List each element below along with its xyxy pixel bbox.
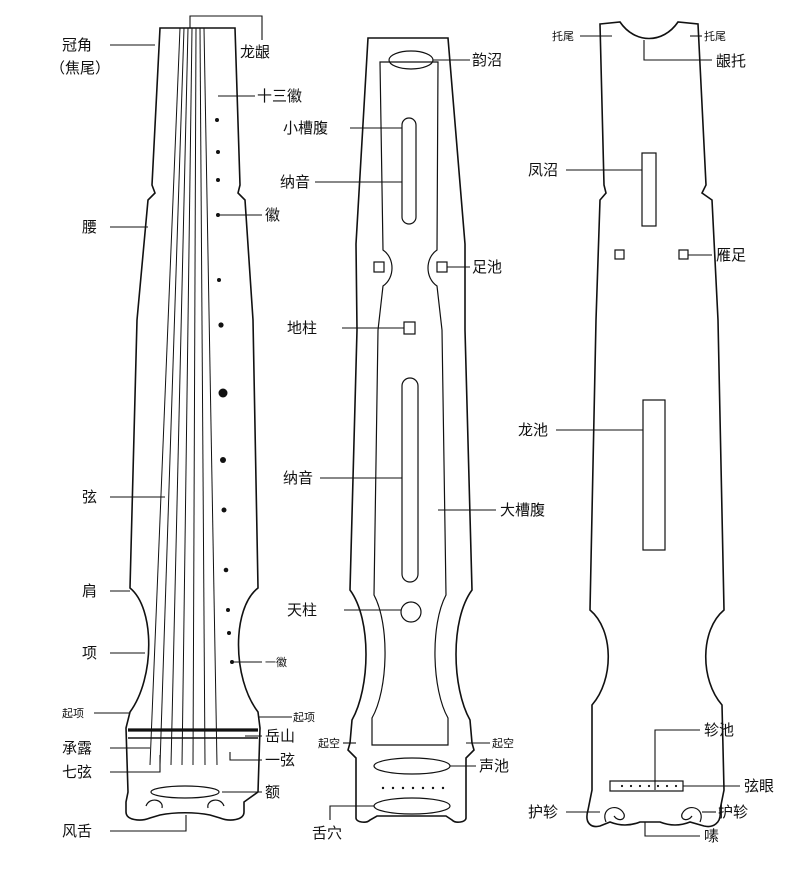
label-zhuo: 嗉 [704,827,719,845]
label-zuchi: 足池 [472,258,502,276]
label-huzhen-left: 护轸 [528,803,558,821]
interior-leaders [315,59,496,820]
fengshe-curl [145,799,225,809]
label-hui: 徽 [265,206,280,224]
label-qixiang-right: 起项 [293,711,315,724]
label-dizhu: 地柱 [287,319,317,337]
label-shexue: 舌穴 [312,824,342,842]
label-jian: 肩 [82,582,97,600]
e-ellipse [150,785,220,799]
label-qixiang-left: 起项 [62,707,84,720]
huzhen-curl-right [681,806,702,823]
label-chenglu: 承露 [62,739,92,757]
label-guanjiao: 冠角 [62,36,92,54]
label-yunzhao: 韵沼 [472,51,502,69]
label-dacaofu: 大槽腹 [500,501,545,519]
xianyan-dots [620,784,678,788]
label-yao: 腰 [82,218,97,236]
label-fengzhao: 凤沼 [528,161,558,179]
huzhen-curl-left [604,806,625,823]
label-e: 额 [265,783,280,801]
label-yihui: 一徽 [265,655,287,669]
label-xian: 弦 [82,488,97,506]
label-yixian: 一弦 [265,751,295,769]
strings [149,27,218,766]
label-nayin-top: 纳音 [280,173,310,191]
label-fengshe: 风舌 [62,822,92,840]
qin-front-outline [125,27,261,821]
label-jiaowei: （焦尾） [50,59,110,77]
qin-bottom-outline [586,21,725,828]
label-huzhen-right: 护轸 [718,803,748,821]
label-tianzhu: 天柱 [287,601,317,619]
front-leaders [94,15,292,832]
interior-dots [381,786,445,790]
label-xiang: 项 [82,644,97,662]
qin-front-view: 冠角 （焦尾） 龙龈 十三徽 腰 徽 弦 肩 项 一徽 起项 起项 承露 岳山 … [50,15,315,840]
label-yanzu: 雁足 [716,246,746,264]
bottom-leaders [556,35,740,837]
label-tuowei-right: 托尾 [704,29,726,43]
label-qikong-left: 起空 [318,736,340,750]
fengzhao-slot [641,152,657,227]
label-qikong-right: 起空 [492,736,514,750]
qin-interior-view: 韵沼 小槽腹 纳音 足池 地柱 纳音 大槽腹 天柱 起空 起空 声池 舌穴 [280,37,545,842]
tianzhu-circle [400,601,422,623]
label-shengchi: 声池 [479,757,509,775]
label-qixian: 七弦 [62,763,92,781]
label-longyin: 龙龈 [240,43,270,61]
label-zhenchi: 轸池 [704,721,734,739]
longchi-slot [642,399,666,551]
label-tuowei-left: 托尾 [552,29,574,43]
qin-interior-outline [347,37,475,823]
nayin-top-slot [401,117,417,225]
label-yueshan: 岳山 [265,727,295,745]
label-shisanhui: 十三徽 [257,87,302,105]
yanzu-square-left [614,249,625,260]
label-xianyan: 弦眼 [744,777,774,795]
label-longchi: 龙池 [518,421,548,439]
nayin-bottom-slot [401,377,419,583]
qin-bottom-view: 托尾 托尾 龈托 凤沼 雁足 龙池 轸池 弦眼 护轸 护轸 嗉 [518,21,774,845]
label-yintuo: 龈托 [716,52,746,70]
qin-interior-cavity [371,61,449,746]
hui-dots [215,118,234,664]
zuchi-square-left [373,261,385,273]
label-nayin-bottom: 纳音 [283,469,313,487]
label-xiaocaofu: 小槽腹 [283,119,328,137]
